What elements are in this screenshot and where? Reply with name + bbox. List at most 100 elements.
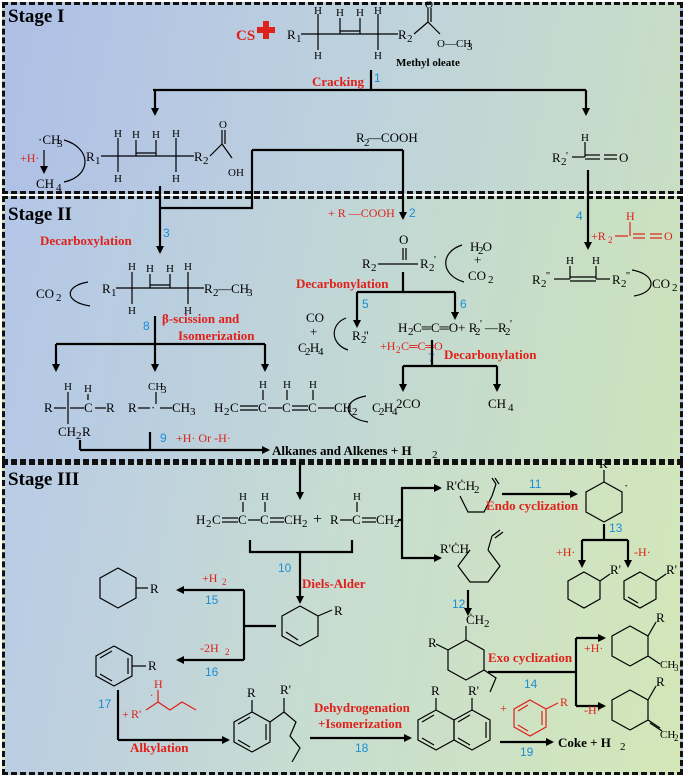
step-4: 4 bbox=[576, 209, 583, 223]
svg-text:2: 2 bbox=[222, 577, 227, 587]
exo-cyclization-label: Exo cyclization bbox=[488, 650, 573, 665]
svg-text:': ' bbox=[480, 318, 482, 330]
svg-text:C: C bbox=[282, 400, 291, 415]
svg-text:R: R bbox=[612, 272, 621, 287]
plus-h-radical: +H· bbox=[20, 151, 39, 165]
svg-text:H: H bbox=[84, 383, 92, 395]
svg-text:H: H bbox=[132, 129, 140, 141]
svg-text:R: R bbox=[86, 149, 95, 164]
svg-text:R: R bbox=[656, 674, 665, 689]
svg-text:·: · bbox=[151, 400, 155, 415]
svg-text:C: C bbox=[308, 400, 317, 415]
plus-h-radical-3: +H· bbox=[584, 641, 603, 655]
svg-text:R: R bbox=[552, 150, 561, 165]
svg-text:H: H bbox=[128, 261, 136, 273]
svg-text:H: H bbox=[261, 491, 269, 503]
cyclohexene-r: R bbox=[281, 603, 343, 647]
svg-text:2: 2 bbox=[620, 741, 626, 753]
svg-text:2: 2 bbox=[484, 618, 490, 630]
svg-text:R': R' bbox=[468, 683, 479, 698]
svg-text:R: R bbox=[330, 512, 339, 527]
svg-text:·: · bbox=[150, 691, 153, 702]
svg-text:O: O bbox=[619, 150, 628, 165]
beta-scission-label: β-scission and bbox=[162, 311, 240, 326]
r2-label: R bbox=[398, 27, 407, 42]
svg-text:H: H bbox=[172, 173, 180, 185]
svg-text:+: + bbox=[313, 511, 322, 528]
svg-text:R: R bbox=[204, 281, 213, 296]
svg-text:3: 3 bbox=[161, 384, 167, 396]
svg-text:R'ĊH: R'ĊH bbox=[440, 541, 469, 556]
acid-oh: OH bbox=[228, 167, 244, 179]
svg-text:3: 3 bbox=[190, 406, 196, 418]
svg-text:H: H bbox=[626, 209, 635, 223]
svg-text:H: H bbox=[166, 263, 174, 275]
svg-text:R': R' bbox=[599, 456, 610, 471]
svg-text:2: 2 bbox=[352, 406, 358, 418]
alkylbenzene: R R' bbox=[233, 682, 301, 763]
svg-text:CO: CO bbox=[652, 276, 670, 291]
isomerization-label: Isomerization bbox=[178, 328, 255, 343]
svg-text:R: R bbox=[560, 695, 568, 709]
svg-text:2: 2 bbox=[56, 292, 62, 304]
svg-text:H: H bbox=[239, 491, 247, 503]
svg-text:O: O bbox=[399, 232, 408, 247]
svg-text:2: 2 bbox=[608, 235, 613, 245]
svg-text:+: + bbox=[474, 252, 481, 267]
plus-h-radical-2: +H· bbox=[556, 545, 575, 559]
svg-text:1: 1 bbox=[111, 287, 117, 299]
stage-2-panel bbox=[2, 196, 683, 462]
svg-text:CH: CH bbox=[172, 400, 190, 415]
svg-text:2: 2 bbox=[674, 733, 679, 743]
methylcyclohexane-r: R CH3 bbox=[611, 610, 679, 673]
svg-text:R: R bbox=[194, 149, 203, 164]
svg-text:2: 2 bbox=[225, 647, 230, 657]
svg-text:C: C bbox=[260, 512, 269, 527]
co: CO bbox=[306, 310, 324, 325]
svg-text:R: R bbox=[362, 256, 371, 271]
svg-text:R: R bbox=[102, 281, 111, 296]
h2o: H O bbox=[470, 239, 492, 254]
svg-text:R: R bbox=[128, 400, 137, 415]
svg-text:H: H bbox=[336, 7, 344, 19]
methylenecyclohexane-r: R CH2 bbox=[611, 674, 679, 743]
svg-text:CO: CO bbox=[36, 286, 54, 301]
svg-text:R'ĊH: R'ĊH bbox=[446, 478, 475, 493]
r2-double-prime: R '' bbox=[352, 328, 369, 343]
svg-text:H: H bbox=[196, 512, 205, 527]
minus-2h2-label: -2H bbox=[200, 641, 219, 655]
ch3-radical: ·CH bbox=[38, 132, 60, 147]
svg-text:2: 2 bbox=[474, 484, 480, 496]
svg-text:H: H bbox=[398, 320, 407, 335]
alkenyl-radical-1: R'ĊH2 bbox=[446, 477, 500, 513]
svg-text:·: · bbox=[624, 478, 628, 493]
svg-text:4: 4 bbox=[318, 346, 324, 358]
svg-text:2: 2 bbox=[302, 518, 308, 530]
ester-och3: O—CH bbox=[437, 38, 471, 50]
svg-text:H: H bbox=[566, 255, 574, 267]
cyclohexene-r-prime: R' bbox=[623, 562, 677, 609]
svg-text:R': R' bbox=[610, 562, 621, 577]
svg-text:CO: CO bbox=[468, 268, 486, 283]
svg-text:R: R bbox=[428, 635, 437, 650]
svg-text:2: 2 bbox=[224, 406, 230, 418]
svg-text:2: 2 bbox=[371, 262, 377, 274]
svg-text:2: 2 bbox=[408, 326, 414, 338]
decarbonylation-label-2: Decarbonylation bbox=[444, 347, 537, 362]
svg-text:H: H bbox=[154, 677, 163, 691]
alkylation-label: Alkylation bbox=[130, 740, 189, 755]
svg-text:H: H bbox=[374, 50, 382, 62]
svg-text:C: C bbox=[230, 400, 239, 415]
svg-text:CH: CH bbox=[660, 659, 675, 671]
svg-text:C: C bbox=[352, 512, 361, 527]
svg-text:CH: CH bbox=[58, 424, 76, 439]
cyclohexyl-r-prime: R' bbox=[567, 562, 621, 609]
svg-text:H: H bbox=[592, 255, 600, 267]
naphthalene-structure: R R' bbox=[417, 683, 491, 751]
decarboxylation-label: Decarboxylation bbox=[40, 233, 132, 248]
svg-text:H: H bbox=[146, 263, 154, 275]
